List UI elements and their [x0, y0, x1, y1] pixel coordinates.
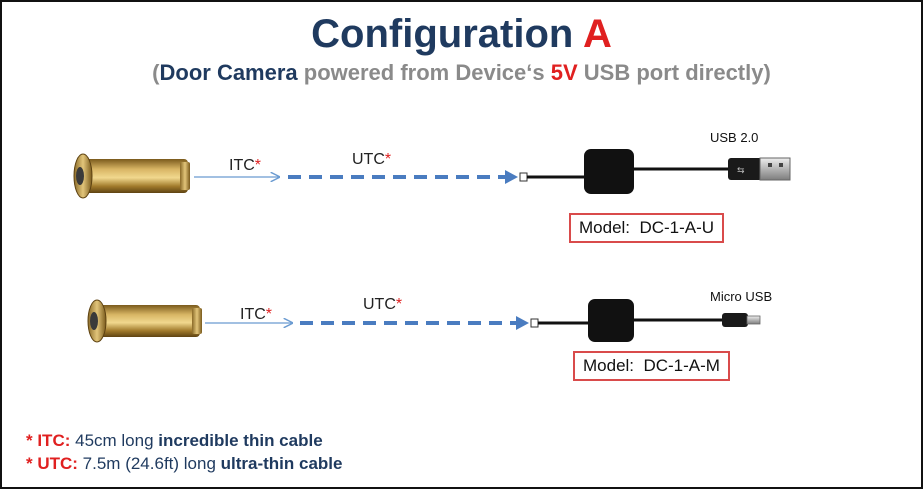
legend-utc-strong: ultra-thin cable: [220, 454, 343, 473]
title-text: Configuration: [311, 12, 583, 56]
connector-1: [519, 172, 528, 182]
subtitle-rest: USB port directly): [577, 60, 771, 85]
utc-arrowhead-1: [505, 170, 518, 184]
micro-usb-label: Micro USB: [710, 289, 773, 304]
itc-label-text: ITC: [240, 306, 266, 323]
adapter-box-2: [588, 299, 634, 342]
usb-a-plug: ⇆: [728, 157, 791, 181]
adapter-box-1: [584, 149, 634, 194]
utc-label-text: UTC: [352, 151, 385, 168]
title-letter: A: [582, 12, 612, 56]
legend-utc-desc: 7.5m (24.6ft) long: [77, 454, 221, 473]
usb-2-label: USB 2.0: [710, 130, 759, 145]
itc-star: *: [254, 157, 262, 174]
legend-itc-key: * ITC:: [26, 431, 71, 450]
legend-utc-key: * UTC:: [26, 454, 78, 473]
legend-itc-desc: 45cm long: [70, 431, 159, 450]
subtitle-device: Door Camera: [159, 60, 298, 85]
subtitle-mid: powered from Device‘s: [297, 60, 551, 85]
micro-usb-plug: [722, 313, 761, 327]
utc-arrowhead-2: [516, 316, 529, 330]
subtitle-open: (: [152, 60, 160, 85]
model-label-m: Model: DC-1-A-M: [573, 351, 730, 381]
itc-label-row2: ITC*: [240, 306, 272, 324]
utc-label-row2: UTC*: [363, 296, 402, 314]
utc-label-row1: UTC*: [352, 151, 391, 169]
legend-utc: * UTC: 7.5m (24.6ft) long ultra-thin cab…: [26, 454, 343, 474]
model-label-u: Model: DC-1-A-U: [569, 213, 725, 243]
itc-label-row1: ITC*: [229, 157, 261, 175]
door-camera-1: [73, 153, 190, 199]
page-title: Configuration A: [0, 12, 923, 57]
itc-star: *: [265, 306, 273, 323]
itc-label-text: ITC: [229, 157, 255, 174]
page-subtitle: (Door Camera powered from Device‘s 5V US…: [0, 60, 923, 86]
door-camera-2: [87, 299, 202, 343]
svg-text:⇆: ⇆: [737, 166, 745, 176]
utc-label-text: UTC: [363, 296, 396, 313]
legend-itc-strong: incredible thin cable: [158, 431, 323, 450]
connector-2: [530, 318, 539, 328]
subtitle-voltage: 5V: [550, 60, 578, 85]
utc-star: *: [395, 296, 403, 313]
utc-star: *: [384, 151, 392, 168]
legend-itc: * ITC: 45cm long incredible thin cable: [26, 431, 323, 451]
